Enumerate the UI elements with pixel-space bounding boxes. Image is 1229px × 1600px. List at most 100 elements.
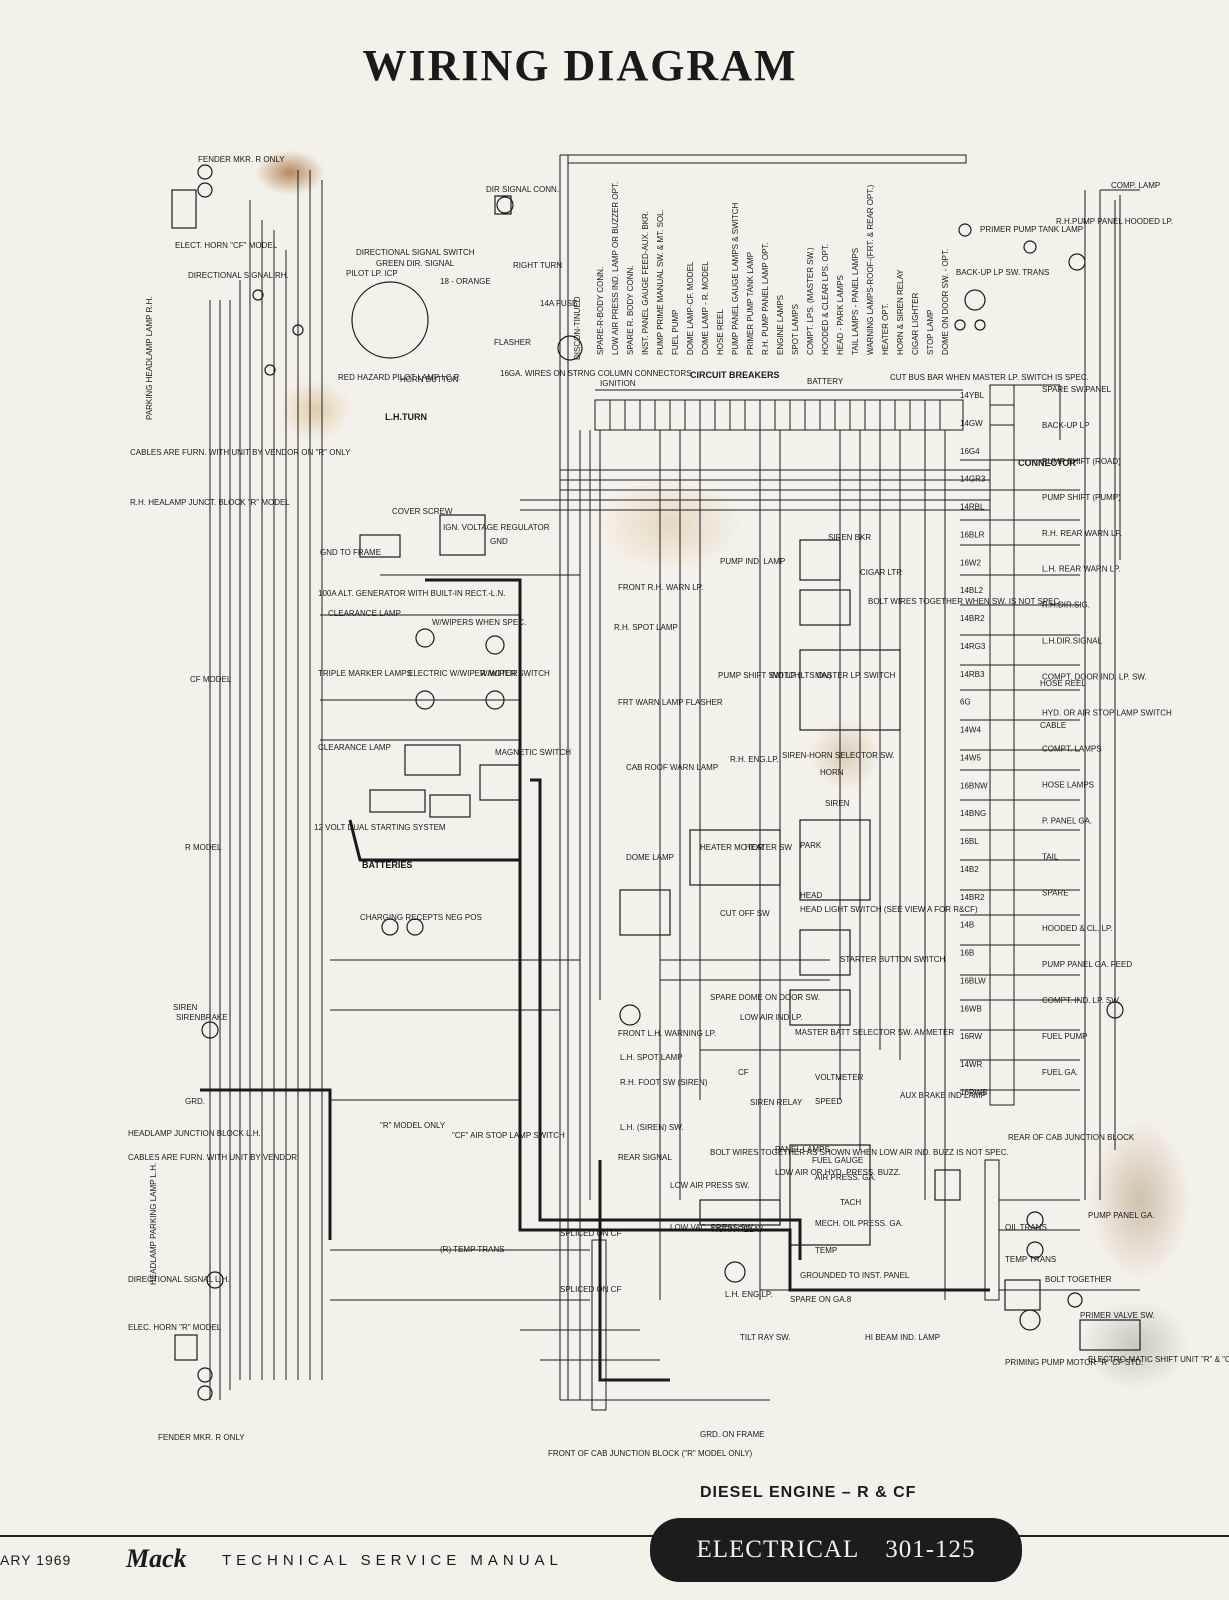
label-gnd: GND [490, 537, 508, 546]
breaker-label: DOME ON DOOR SW. - OPT. [941, 249, 950, 355]
label-front-junction: FRONT OF CAB JUNCTION BLOCK ("R" MODEL O… [548, 1449, 753, 1458]
label-frt-warn-flasher: FRT WARN LAMP FLASHER [618, 698, 723, 707]
label-elect-horn-cf: ELECT. HORN "CF" MODEL [175, 241, 278, 250]
connector-row-code: 14W5 [960, 753, 981, 762]
connector-row-label: HOODED & CL. LP. [1042, 924, 1113, 933]
label-charging: CHARGING RECEPTS NEG POS [360, 913, 482, 922]
connector-row-code: 14W4 [960, 726, 981, 735]
breaker-label: PUMP PRIME MANUAL SW. & MT. SOL. [656, 209, 665, 355]
label-rh-junct: R.H. HEALAMP JUNCT. BLOCK "R" MODEL [130, 498, 290, 507]
label-lh-spot: L.H. SPOT LAMP [620, 1053, 683, 1062]
label-tilt-ray: TILT RAY SW. [740, 1333, 791, 1342]
label-elect-horn-r: ELEC. HORN "R" MODEL [128, 1323, 222, 1332]
label-air-press-ga: AIR PRESS. GA. [815, 1173, 876, 1182]
label-air-stop: "CF" AIR STOP LAMP SWITCH [452, 1131, 565, 1140]
label-triple-marker: TRIPLE MARKER LAMPS [318, 669, 412, 678]
connector-row-code: 16BL [960, 837, 979, 846]
label-dir-signal-lh: DIRECTIONAL SIGNAL L.H. [128, 1275, 230, 1284]
label-heater-sw: HEATER SW [745, 843, 792, 852]
footer-section-badge: ELECTRICAL 301-125 [650, 1518, 1022, 1582]
breaker-label: SPARE R. BODY CONN. [626, 266, 635, 356]
label-horn-relay: HORN RELAY [712, 1225, 764, 1234]
connector-row-code: 16BNW [960, 781, 988, 790]
label-head-light-switch: HEAD LIGHT SWITCH (SEE VIEW A FOR R&CF) [800, 905, 978, 914]
connector-row-label: BACK-UP LP [1042, 421, 1089, 430]
connector-row-code: 16W2 [960, 558, 981, 567]
label-battery: BATTERY [807, 377, 844, 386]
label-speed: SPEED [815, 1097, 842, 1106]
breaker-label: ENGINE LAMPS [776, 295, 785, 355]
connector-row-label: COMPT. IND. LP. SW. [1042, 996, 1121, 1005]
label-grd: GRD. [185, 1097, 205, 1106]
label-cables-furn: CABLES ARE FURN. WITH UNIT BY VENDOR ON … [130, 448, 351, 457]
label-head: HEAD [800, 891, 822, 900]
label-grd-frame: GRD. ON FRAME [700, 1430, 764, 1439]
label-grounded: GROUNDED TO INST. PANEL [800, 1271, 910, 1280]
label-wipers: W/WIPERS WHEN SPEC. [432, 618, 526, 627]
label-bolt-together: BOLT TOGETHER [1045, 1275, 1112, 1284]
label-electric-wiper: ELECTRIC W/WIPER MOTOR [408, 669, 518, 678]
label-green-dir-signal: GREEN DIR. SIGNAL [376, 259, 455, 268]
connector-row-code: 16RWB [960, 1088, 987, 1097]
connector-row-code: 16RW [960, 1032, 983, 1041]
footer-brand-logo: Mack [126, 1544, 187, 1573]
connector-row-code: 14WR [960, 1060, 982, 1069]
label-parking-headlamp-rh: PARKING HEADLAMP LAMP R.H. [145, 296, 154, 420]
label-heater-motor: HEATER MOTOR [700, 843, 764, 852]
breaker-label: HORN & SIREN RELAY [896, 269, 905, 355]
label-parking-headlamp-lh: HEADLAMP PARKING LAMP L.H. [149, 1163, 158, 1285]
footer-manual-title: TECHNICAL SERVICE MANUAL [222, 1552, 563, 1569]
label-rh-eng-lp: R.H. ENG.LP. [730, 755, 779, 764]
connector-row-code: 14RBL [960, 503, 985, 512]
label-fuel-gauge: FUEL GAUGE [812, 1156, 863, 1165]
connector-row-code: 14BR2 [960, 614, 985, 623]
label-connectors: 16GA. WIRES ON STRNG COLUMN CONNECTORS [500, 369, 691, 378]
connector-row-code: 14B [960, 921, 974, 930]
label-starting-system: 12 VOLT DUAL STARTING SYSTEM [314, 823, 446, 832]
label-tach: TACH [840, 1198, 861, 1207]
engine-label: DIESEL ENGINE – R & CF [700, 1484, 917, 1501]
label-rear-signal: REAR SIGNAL [618, 1153, 672, 1162]
label-ind-lp: IND LP (LTS ON) [770, 671, 832, 680]
footer-page-number: 301-125 [885, 1536, 976, 1563]
label-red-hazard: RED HAZARD PILOT LAMP I.C.P. [338, 373, 460, 382]
breaker-label: INST. PANEL GAUGE FEED-AUX. BKR. [641, 211, 650, 355]
label-cover-screw: COVER SCREW [392, 507, 453, 516]
label-primer-valve: PRIMER VALVE SW. [1080, 1311, 1155, 1320]
label-dome-lamp: DOME LAMP [626, 853, 674, 862]
label-r-model: R MODEL [185, 843, 222, 852]
label-spare-ga: SPARE ON GA.8 [790, 1295, 852, 1304]
label-orange: 18 - ORANGE [440, 277, 491, 286]
label-spliced-cf-top: SPLICED ON CF [560, 1229, 621, 1238]
label-dir-signal-switch: DIRECTIONAL SIGNAL SWITCH [356, 248, 475, 257]
label-lh-siren: L.H. (SIREN) SW. [620, 1123, 684, 1132]
label-disconnect: DISCON-TINUED [573, 296, 582, 360]
label-siren-relay: SIREN RELAY [750, 1098, 803, 1107]
label-rh-pump-panel: R.H.PUMP PANEL HOODED LP. [1056, 217, 1173, 226]
label-temp-trans: (R) TEMP TRANS [440, 1245, 504, 1254]
breaker-label: R.H. PUMP PANEL LAMP OPT. [761, 242, 770, 355]
connector-row-code: 14B2 [960, 865, 979, 874]
label-siren-horn-selector: SIREN-HORN SELECTOR SW. [782, 751, 895, 760]
label-low-air-press-sw: LOW AIR PRESS SW. [670, 1181, 750, 1190]
breaker-label: DOME LAMP - R. MODEL [701, 261, 710, 355]
connector-row-label: FUEL GA. [1042, 1068, 1078, 1077]
connector-row-label: COMPT. DOOR IND. LP. SW. [1042, 673, 1147, 682]
label-siren: SIREN [173, 1003, 198, 1012]
breaker-label-group: SPARE-R-BODY CONN.LOW AIR PRESS IND. LAM… [596, 182, 950, 355]
label-spare-dome: SPARE DOME ON DOOR SW. [710, 993, 820, 1002]
label-fuse: 14A FUSE [540, 299, 577, 308]
connector-row-label: P. PANEL GA. [1042, 816, 1092, 825]
label-priming-pump: PRIMING PUMP MOTOR "R" CF STD. [1005, 1358, 1143, 1367]
connector-row-code: 14BR2 [960, 893, 985, 902]
breaker-label: COMPT. LPS. (MASTER SW.) [806, 247, 815, 355]
breaker-label: PUMP PANEL GAUGE LAMPS & SWITCH [731, 202, 740, 355]
breaker-label: LOW AIR PRESS IND. LAMP OR BUZZER OPT. [611, 182, 620, 355]
label-ign-voltage: IGN. VOLTAGE REGULATOR [443, 523, 550, 532]
label-low-air-buzz: LOW AIR OR HYD. PRESS. BUZZ. [775, 1168, 901, 1177]
label-pump-ind-lamp: PUMP IND. LAMP [720, 557, 785, 566]
stain [810, 720, 880, 790]
label-dir-signal-conn: DIR SIGNAL CONN. [486, 185, 559, 194]
label-panel-lamps: PANEL LAMPS [775, 1145, 830, 1154]
